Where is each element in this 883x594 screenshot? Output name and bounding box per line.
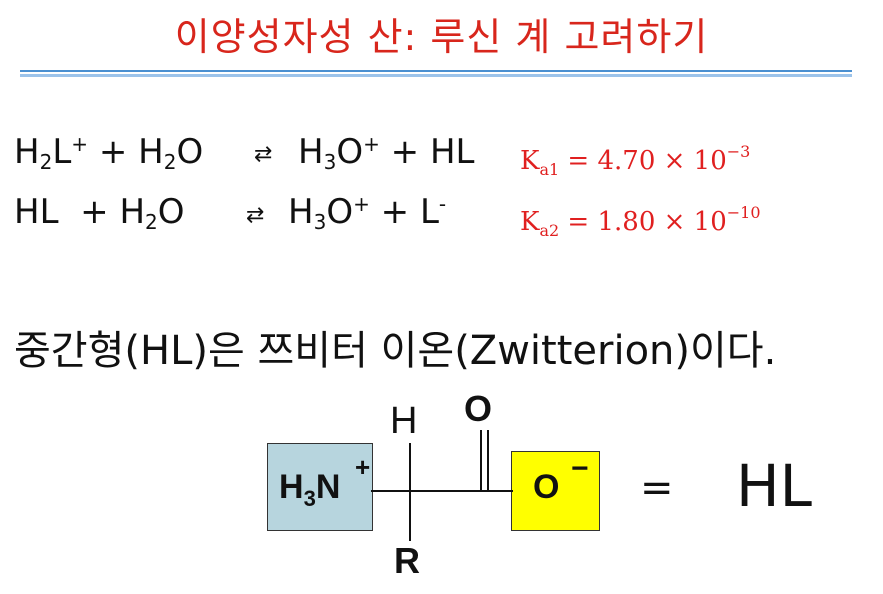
- equilibrium-arrow-icon: ⇄: [246, 203, 265, 228]
- ammonium-group: H3N: [279, 468, 341, 511]
- equals-sign: =: [640, 465, 674, 511]
- equilibrium-arrow-icon: ⇄: [254, 142, 273, 167]
- title-divider-shadow: [20, 74, 852, 77]
- carbonyl-oxygen: O: [464, 388, 493, 429]
- carboxylate-highlight-box: [511, 451, 600, 531]
- carboxylate-charge: −: [571, 452, 589, 485]
- equation-2-products: H3O+ + L-: [288, 192, 447, 234]
- equation-1-products: H3O+ + HL: [298, 132, 475, 174]
- slide-title: 이양성자성 산: 루신 계 고려하기: [174, 15, 709, 59]
- equation-2-reactants: HL + H2O: [14, 192, 185, 234]
- ammonium-charge: +: [355, 452, 371, 482]
- hl-label: HL: [736, 452, 812, 520]
- carboxylate-oxygen: O: [533, 468, 560, 506]
- side-chain-r: R: [394, 540, 420, 581]
- alpha-hydrogen: H: [390, 400, 418, 442]
- amine-highlight-box: [267, 443, 373, 531]
- ka1-expression: Ka1 = 4.70 × 10−3: [520, 142, 751, 179]
- title-divider: [20, 70, 852, 72]
- zwitterion-statement: 중간형(HL)은 쯔비터 이온(Zwitterion)이다.: [14, 328, 777, 374]
- ka2-expression: Ka2 = 1.80 × 10−10: [520, 203, 761, 240]
- equation-1-reactants: H2L+ + H2O: [14, 132, 204, 174]
